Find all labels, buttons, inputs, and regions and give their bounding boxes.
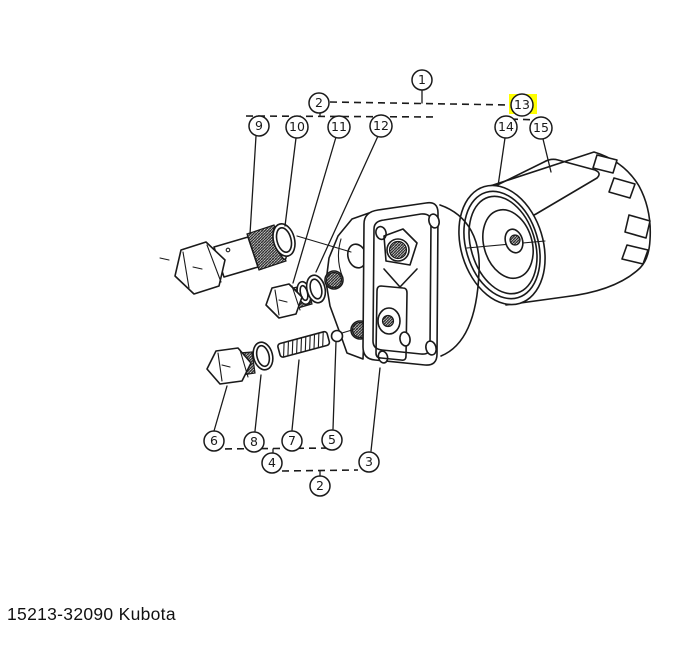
callout-1[interactable]: 1 [411, 69, 433, 91]
left-centerline-dash [159, 257, 170, 261]
hex-face-dash [278, 299, 288, 303]
svg-text:11: 11 [331, 119, 347, 134]
dashed-line-row6-5 [212, 447, 337, 450]
fitting-pin-hole [225, 247, 231, 253]
callout-2-lower[interactable]: 2 [309, 475, 331, 497]
filter-thread-hole [509, 234, 521, 246]
svg-text:12: 12 [373, 118, 389, 133]
svg-text:2: 2 [316, 478, 324, 493]
part-oil-filter-cartridge [458, 151, 652, 306]
dashed-line-row9-12 [245, 115, 437, 118]
o-ring-outer [272, 223, 296, 257]
filter-gasket-ring [468, 195, 538, 295]
callout-4[interactable]: 4 [261, 452, 283, 474]
svg-text:14: 14 [498, 119, 514, 134]
filter-serration [608, 177, 636, 199]
bracket-boss [439, 204, 480, 357]
bracket-thread-hole-hatch [325, 271, 343, 289]
hex-facet-line [182, 251, 190, 289]
part-o-ring-12 [305, 274, 327, 304]
filter-serration [592, 154, 618, 174]
part-joint-bolt [265, 280, 313, 319]
pocket-stud-hatch [381, 314, 395, 328]
dashed-line-14-15 [510, 118, 538, 121]
part-relief-valve-fitting [174, 224, 288, 295]
part-filter-bracket [324, 201, 480, 366]
pocket-hole [399, 331, 411, 347]
callouts: 1 2 9 10 11 12 13 14 15 6 8 7 5 4 3 [203, 69, 553, 497]
ball-axis-line [341, 329, 353, 334]
callout-13[interactable]: 13 [510, 93, 534, 117]
callout-2-upper[interactable]: 2 [308, 92, 330, 114]
svg-text:9: 9 [255, 118, 263, 133]
callout-3[interactable]: 3 [358, 451, 380, 473]
spring-outline [277, 330, 331, 358]
plate-pocket [375, 285, 408, 361]
leader-lines [213, 135, 552, 452]
filter-serration [624, 214, 651, 239]
svg-text:6: 6 [210, 433, 218, 448]
svg-text:1: 1 [418, 72, 426, 87]
washer-inner [255, 344, 271, 368]
callout-6[interactable]: 6 [203, 430, 225, 452]
svg-text:10: 10 [289, 119, 305, 134]
svg-text:4: 4 [268, 455, 276, 470]
filter-rim-ring [463, 190, 541, 300]
part-gasket-washer [252, 341, 274, 371]
ball [330, 329, 344, 343]
svg-text:15: 15 [533, 120, 549, 135]
hex-face-dash [221, 364, 231, 368]
callout-11[interactable]: 11 [327, 115, 351, 139]
svg-text:8: 8 [250, 434, 258, 449]
svg-text:13: 13 [514, 97, 530, 112]
hex-facet-line [206, 244, 222, 283]
hex-facet-line [217, 352, 223, 382]
hex-facet-line [239, 349, 249, 378]
part-check-ball [330, 329, 353, 343]
plug-hex-head [206, 347, 252, 385]
part-valve-spring [277, 330, 331, 358]
svg-text:2: 2 [315, 95, 323, 110]
o-ring-inner [275, 226, 293, 254]
callout-9[interactable]: 9 [248, 115, 270, 137]
part-number-label: 15213-32090 Kubota [7, 604, 176, 624]
svg-text:7: 7 [288, 433, 296, 448]
plate-corner-hole [425, 340, 437, 356]
callout-7[interactable]: 7 [281, 430, 303, 452]
spring-coils [283, 331, 324, 358]
plate-port-boss [383, 228, 418, 266]
svg-text:3: 3 [365, 454, 373, 469]
callout-5[interactable]: 5 [321, 429, 343, 451]
hex-facet-line [291, 285, 301, 311]
plate-threaded-port-hatch [388, 240, 408, 260]
callout-15[interactable]: 15 [529, 116, 553, 140]
callout-14[interactable]: 14 [494, 115, 518, 139]
o-ring-inner [309, 278, 323, 300]
part-o-ring-10 [272, 223, 296, 257]
callout-12[interactable]: 12 [369, 114, 393, 138]
callout-10[interactable]: 10 [285, 115, 309, 139]
plate-corner-hole [428, 213, 440, 229]
part-relief-plug [206, 347, 256, 385]
callout-8[interactable]: 8 [243, 431, 265, 453]
svg-text:5: 5 [328, 432, 336, 447]
hex-facet-line [274, 289, 280, 316]
group-dashed-lines [212, 89, 538, 477]
hex-face-dash [192, 266, 203, 270]
dashed-line-top [329, 101, 512, 106]
filter-serration [621, 244, 649, 265]
